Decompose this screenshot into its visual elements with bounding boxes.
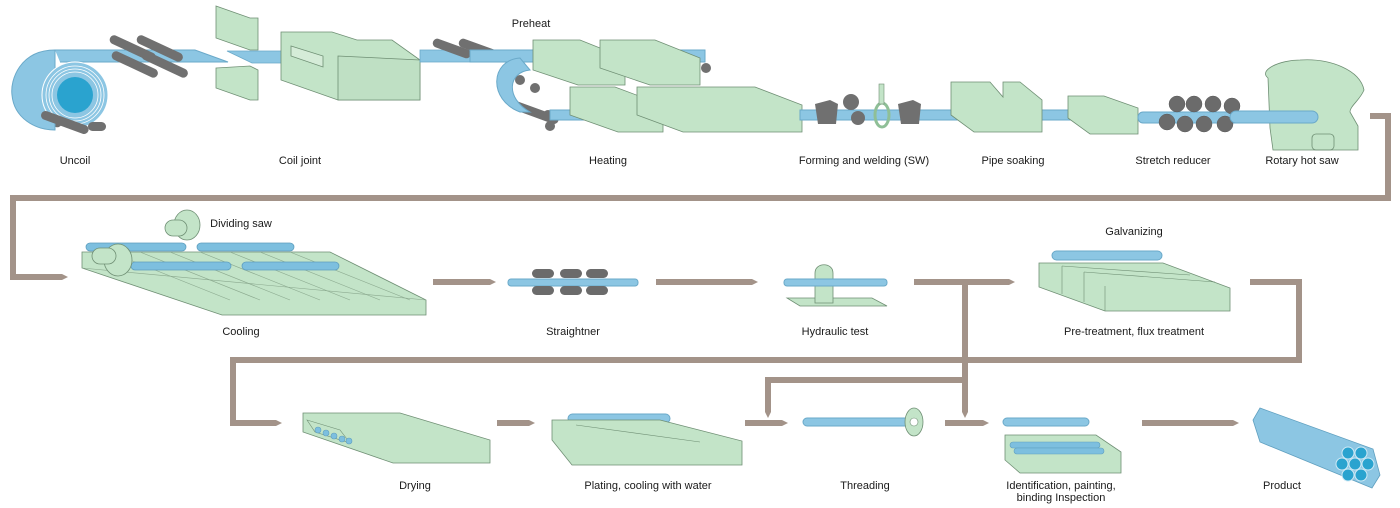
arrow-cooling-to-straightner xyxy=(433,279,496,285)
label-identification: Identification, painting, binding Inspec… xyxy=(1006,480,1116,504)
arrow-identification-to-product xyxy=(1142,420,1239,426)
heating-furnace xyxy=(432,38,803,133)
plating-tank xyxy=(551,413,743,466)
label-hydraulic-test: Hydraulic test xyxy=(801,326,869,338)
label-pipe-soaking: Pipe soaking xyxy=(981,155,1045,167)
flow-connectors xyxy=(10,113,1391,426)
label-plating: Plating, cooling with water xyxy=(584,480,712,492)
straightner-machine xyxy=(507,269,639,295)
uncoil-machine xyxy=(11,35,229,134)
label-pretreatment: Pre-treatment, flux treatment xyxy=(1064,326,1204,338)
hydraulic-test-machine xyxy=(783,264,888,307)
dividing-saw-icon xyxy=(91,209,201,277)
forming-welding-machine xyxy=(799,83,966,129)
product-pipe-bundle xyxy=(1252,407,1381,489)
label-uncoil: Uncoil xyxy=(59,155,91,167)
label-straightner: Straightner xyxy=(546,326,600,338)
label-preheat: Preheat xyxy=(511,18,551,30)
threading-machine xyxy=(802,407,924,437)
label-drying: Drying xyxy=(399,480,431,492)
arrow-drying-to-plating xyxy=(497,420,535,426)
rotary-hot-saw-machine xyxy=(1229,59,1365,151)
arrow-threading-to-identification xyxy=(945,420,989,426)
drying-oven xyxy=(302,412,491,464)
label-cooling: Cooling xyxy=(222,326,260,338)
roller-icon xyxy=(109,35,188,78)
label-stretch-reducer: Stretch reducer xyxy=(1135,155,1211,167)
label-forming-welding: Forming and welding (SW) xyxy=(798,155,930,167)
connector-row1-to-row2 xyxy=(10,113,1391,280)
label-heating: Heating xyxy=(589,155,627,167)
arrow-plating-to-threading xyxy=(745,420,788,426)
coil-joint-machine xyxy=(215,5,481,101)
pretreatment-tanks xyxy=(1038,250,1231,312)
branch-to-threading xyxy=(765,377,965,418)
label-product: Product xyxy=(1263,480,1301,492)
pipe-soaking-machine xyxy=(950,81,1081,133)
label-rotary-hot-saw: Rotary hot saw xyxy=(1265,155,1339,167)
arrow-straightner-to-hydraulic xyxy=(656,279,758,285)
branch-vertical xyxy=(962,282,968,410)
branch-arrow-down xyxy=(962,406,968,418)
cooling-bed xyxy=(81,209,427,316)
label-threading: Threading xyxy=(840,480,890,492)
label-dividing-saw: Dividing saw xyxy=(210,218,272,230)
label-coil-joint: Coil joint xyxy=(278,155,322,167)
identification-station xyxy=(1002,417,1122,474)
label-galvanizing: Galvanizing xyxy=(1105,226,1163,238)
